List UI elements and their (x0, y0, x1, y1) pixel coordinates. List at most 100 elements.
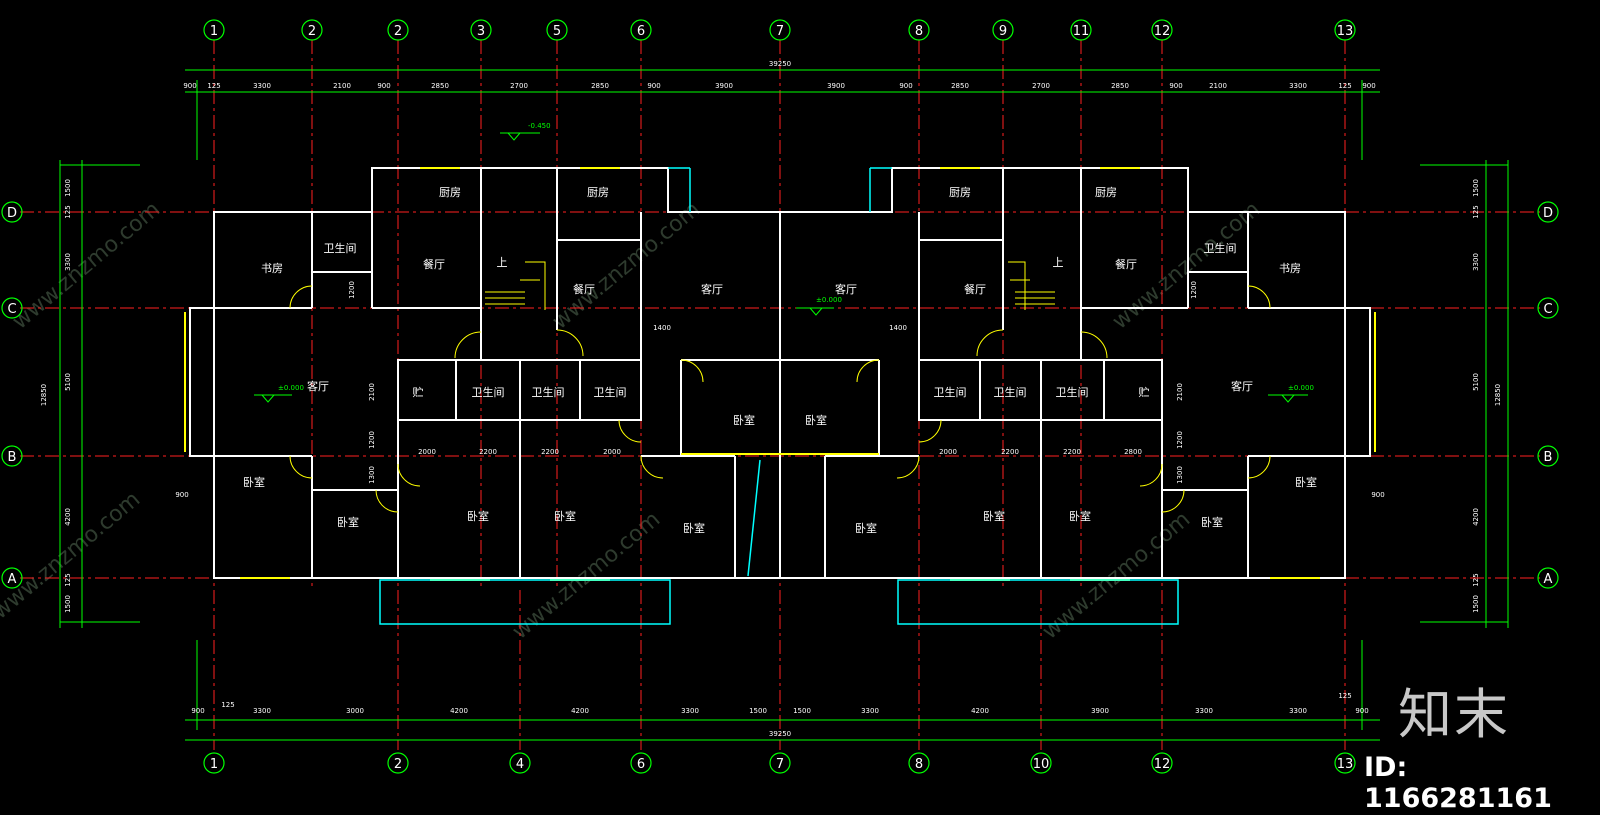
door-swings (289, 285, 1271, 513)
axis-bubble (203, 19, 225, 41)
dim-value: 900 (1169, 82, 1182, 90)
axis-bubble (1, 445, 23, 467)
dim-value: 3900 (827, 82, 845, 90)
dim-value: 4200 (571, 707, 589, 715)
axis-bubble (992, 19, 1014, 41)
axis-bubble (1, 297, 23, 319)
level-symbol (1268, 394, 1308, 403)
room-label-dining: 餐厅 (1115, 257, 1137, 271)
axis-label: 1 (210, 24, 218, 39)
axis-label: 8 (915, 757, 923, 772)
door-arc (454, 331, 482, 359)
room-labels: 厨房 厨房 厨房 厨房 餐厅 餐厅 餐厅 餐厅 书房 书房 卫生间 卫生间 卫生… (243, 186, 1317, 535)
dim-value: 3300 (861, 707, 879, 715)
door-arc (289, 285, 313, 309)
dim-value: 1400 (889, 324, 907, 332)
axis-label: 2 (308, 24, 316, 39)
door-arc (1161, 489, 1185, 513)
axis-bubble (1334, 19, 1356, 41)
watermark-text: www.znzmo.com (0, 487, 145, 625)
room-label-study: 书房 (1279, 262, 1301, 275)
dim-value: 900 (647, 82, 660, 90)
watermark-text: www.znzmo.com (8, 197, 165, 335)
axis-labels: 1 2 2 3 5 6 7 8 9 11 12 13 1 2 4 6 7 8 1… (7, 24, 1553, 772)
stair-right (1008, 261, 1055, 310)
axis-label: 9 (999, 24, 1007, 39)
dimension-lines (59, 69, 1509, 741)
dim-value: 900 (899, 82, 912, 90)
dim-value: 900 (1355, 707, 1368, 715)
dim-value: 2800 (1124, 448, 1142, 456)
axis-bubbles (1, 19, 1559, 774)
room-label-bedroom: 卧室 (683, 521, 705, 535)
axis-label: 13 (1337, 24, 1354, 39)
room-label-bath: 卫生间 (594, 385, 627, 399)
axis-label: 3 (477, 24, 485, 39)
level-symbol (254, 394, 292, 403)
dim-value: 3300 (1195, 707, 1213, 715)
stair-up-label: 上 (497, 256, 508, 269)
room-label-bedroom: 卧室 (1295, 475, 1317, 489)
dim-value: 3300 (253, 82, 271, 90)
level-symbol (500, 132, 540, 141)
room-label-bath: 卫生间 (994, 385, 1027, 399)
dim-value: 3900 (1091, 707, 1109, 715)
dim-value: 2100 (333, 82, 351, 90)
wall-outlines (189, 167, 1371, 579)
dim-value: 1200 (1190, 281, 1198, 299)
dim-total: 39250 (769, 60, 791, 68)
dim-value: 1500 (793, 707, 811, 715)
dim-value: 2000 (939, 448, 957, 456)
axis-label: 8 (915, 24, 923, 39)
door-arc (1247, 455, 1271, 479)
dim-value: 3300 (1472, 253, 1480, 271)
dimension-text: 39250 39250 900 125 3300 2100 900 2850 2… (40, 60, 1502, 738)
axis-label: 7 (776, 24, 784, 39)
dim-value: 125 (221, 701, 234, 709)
door-arc (976, 329, 1004, 357)
stair-corridor (747, 459, 761, 577)
axis-label: 4 (516, 757, 524, 772)
dim-value: 3300 (1289, 707, 1307, 715)
room-label-kitchen: 厨房 (949, 186, 971, 199)
dim-value: 125 (207, 82, 220, 90)
axis-label: 13 (1337, 757, 1354, 772)
door-arc (640, 455, 664, 479)
axis-label: A (8, 572, 17, 587)
axis-label: 12 (1154, 757, 1171, 772)
axis-bubble (1030, 752, 1052, 774)
dim-value: 4200 (971, 707, 989, 715)
room-label-kitchen: 厨房 (1095, 186, 1117, 199)
right-wing (1344, 212, 1371, 457)
dim-value: 3300 (253, 707, 271, 715)
axis-label: B (8, 450, 17, 465)
axis-bubble (203, 752, 225, 774)
axis-bubble (630, 752, 652, 774)
dim-value: 1200 (368, 431, 376, 449)
room-label-living: 客厅 (835, 282, 857, 296)
dim-value: 2100 (1209, 82, 1227, 90)
axis-bubble (509, 752, 531, 774)
door-arc (289, 455, 313, 479)
dim-value: 900 (191, 707, 204, 715)
dim-value: 125 (1472, 205, 1480, 218)
level-symbol (796, 307, 834, 316)
room-label-bedroom: 卧室 (1069, 509, 1091, 523)
left-wing (189, 212, 215, 578)
room-label-bath: 卫生间 (532, 385, 565, 399)
dim-value: 2000 (603, 448, 621, 456)
balcony (379, 579, 671, 625)
brand-logo: 知末 (1398, 683, 1510, 746)
axis-label: D (1543, 206, 1553, 221)
dim-value: 2850 (431, 82, 449, 90)
dim-value: 2200 (1063, 448, 1081, 456)
axis-bubble (908, 752, 930, 774)
dim-value: 2850 (591, 82, 609, 90)
axis-bubble (1537, 201, 1559, 223)
door-arc (375, 489, 399, 513)
stair-left (485, 261, 546, 310)
dim-value: 900 (183, 82, 196, 90)
door-arc (918, 419, 942, 443)
image-id-label: ID: 1166281161 (1364, 752, 1552, 814)
